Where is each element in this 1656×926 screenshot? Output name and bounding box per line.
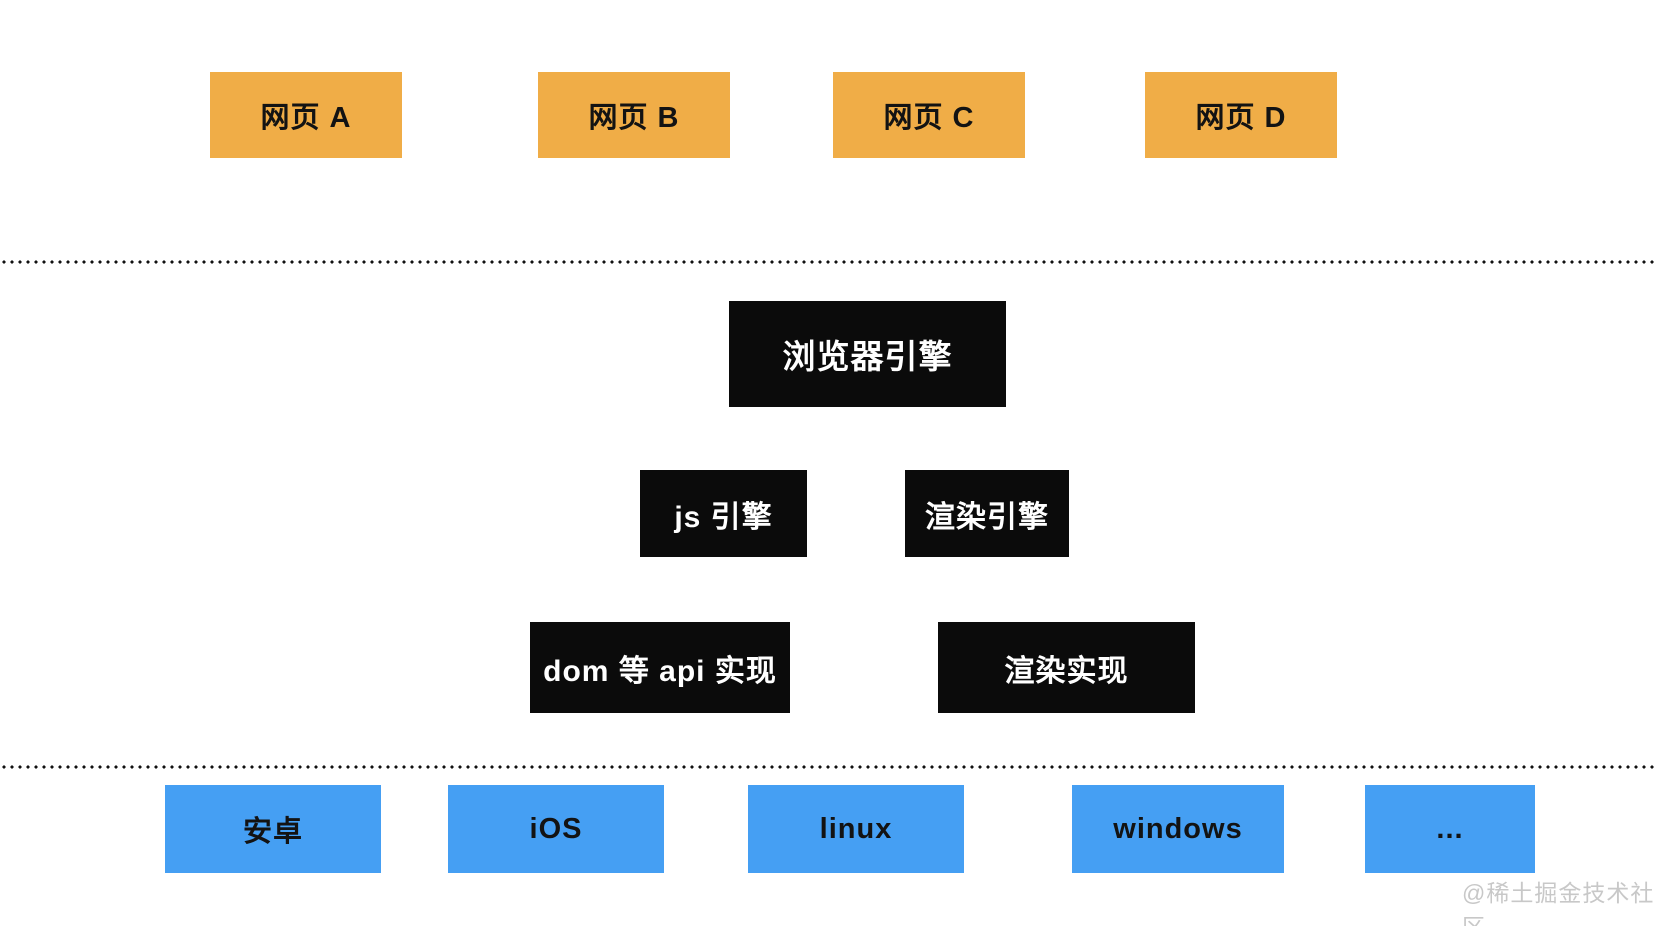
render-impl-label: 渲染实现: [1004, 654, 1129, 688]
webpage-a-label: 网页 A: [260, 102, 352, 134]
render-engine-box: 渲染引擎: [905, 470, 1069, 557]
platform-more-box: ...: [1365, 785, 1535, 873]
webpage-d-box: 网页 D: [1145, 72, 1337, 158]
juejin-watermark: @稀土掘金技术社区: [1462, 880, 1655, 926]
layer-separator-top: [0, 260, 1656, 264]
platform-ios-box: iOS: [448, 785, 664, 873]
webpage-b-label: 网页 B: [588, 102, 680, 134]
webpage-b-box: 网页 B: [538, 72, 730, 158]
js-engine-box: js 引擎: [640, 470, 807, 557]
webpage-a-box: 网页 A: [210, 72, 402, 158]
platform-android-label: 安卓: [242, 816, 303, 848]
render-impl-box: 渲染实现: [938, 622, 1195, 713]
dom-api-impl-box: dom 等 api 实现: [530, 622, 790, 713]
webpage-d-label: 网页 D: [1195, 102, 1287, 134]
platform-android-box: 安卓: [165, 785, 381, 873]
browser-engine-label: 浏览器引擎: [782, 338, 953, 375]
platform-ios-label: iOS: [529, 812, 583, 845]
render-engine-label: 渲染引擎: [925, 500, 1049, 534]
platform-windows-box: windows: [1072, 785, 1284, 873]
platform-windows-label: windows: [1113, 812, 1243, 845]
webpage-c-box: 网页 C: [833, 72, 1025, 158]
dom-api-impl-label: dom 等 api 实现: [543, 654, 777, 688]
platform-linux-box: linux: [748, 785, 964, 873]
layer-separator-bottom: [0, 765, 1656, 769]
platform-linux-label: linux: [819, 812, 893, 845]
browser-engine-box: 浏览器引擎: [729, 301, 1006, 407]
js-engine-label: js 引擎: [674, 500, 773, 534]
webpage-c-label: 网页 C: [883, 102, 975, 134]
platform-more-label: ...: [1436, 812, 1464, 845]
